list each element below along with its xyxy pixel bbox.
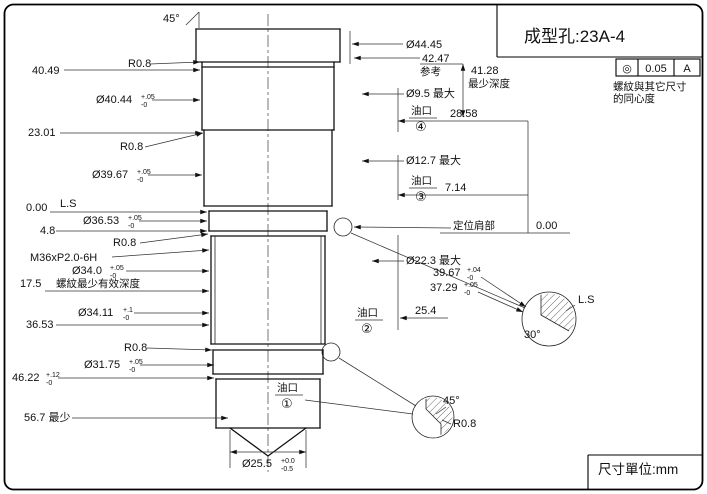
tolerance-note-line2: 的同心度 <box>613 92 655 105</box>
dim-dia-39-67-upper: +.05 <box>137 169 151 176</box>
detail1-source-circle <box>333 217 353 237</box>
dim-dia-44-45: Ø44.45 <box>406 39 442 51</box>
detail-source-circles <box>321 217 353 362</box>
dim-39-67-right-upper: +.04 <box>467 267 481 274</box>
dim-depth-36-53: 36.53 <box>26 319 54 331</box>
dim-radius-low: R0.8 <box>124 342 147 354</box>
dim-depth-46-22-lower: -0 <box>46 380 52 387</box>
dim-radius-mid: R0.8 <box>120 141 143 153</box>
dim-dia-39-67-lower: -0 <box>137 177 143 184</box>
dim-pos-25-4: 25.4 <box>415 305 436 317</box>
dim-pos-7-14: 7.14 <box>445 182 466 194</box>
dim-dia-36-53-lower: -0 <box>128 223 134 230</box>
dimension-lines-right <box>304 31 576 425</box>
dim-dia-40-44-lower: -0 <box>141 102 147 109</box>
dim-port2-dia: Ø22.3 最大 <box>406 253 461 267</box>
label-oil-port-3: 油口 <box>411 174 432 187</box>
label-oil-port-4: 油口 <box>411 104 432 117</box>
dim-depth-40-49: 40.49 <box>32 65 60 77</box>
dim-dia-25-5-upper: +0.0 <box>281 458 295 465</box>
dim-dia-34-11-lower: -0 <box>123 315 129 322</box>
dim-radius-thread: R0.8 <box>113 237 136 249</box>
tolerance-symbol-icon: ◎ <box>622 63 632 75</box>
dim-radius-top: R0.8 <box>128 58 151 70</box>
page-title: 成型孔:23A-4 <box>524 27 625 46</box>
label-ls-left: L.S <box>60 198 77 210</box>
detail-view-chamfer <box>411 395 455 439</box>
tolerance-frame <box>615 58 701 77</box>
dim-depth-56-7: 56.7 最少 <box>24 411 70 424</box>
dim-dia-31-75-upper: +.05 <box>129 359 143 366</box>
dim-37-29-right: 37.29 <box>430 282 458 294</box>
label-reference: 参考 <box>420 65 441 78</box>
port-label-underlines <box>275 117 437 396</box>
port2-number-icon: ② <box>361 321 373 336</box>
dim-detail2-radius: R0.8 <box>453 418 476 430</box>
dim-dia-40-44-upper: +.05 <box>141 94 155 101</box>
tolerance-value: 0.05 <box>645 63 666 75</box>
tolerance-note-line1: 螺紋與其它尺寸 <box>613 80 687 93</box>
dim-depth-17-5: 17.5 <box>20 278 41 290</box>
label-min-depth: 最少深度 <box>468 77 510 90</box>
dim-39-67-right: 39.67 <box>433 267 461 279</box>
label-oil-port-2: 油口 <box>357 306 378 319</box>
dim-37-29-right-upper: +.05 <box>464 282 478 289</box>
dim-dia-34-0-upper: +.05 <box>110 265 124 272</box>
thread-lines <box>214 236 322 344</box>
dim-thread-spec: M36xP2.0-6H <box>30 252 97 264</box>
dim-depth-46-22-upper: +.12 <box>46 372 60 379</box>
detail2-hatch <box>426 397 453 437</box>
detail2-source-circle <box>321 342 341 362</box>
dim-datum-zero-left: 0.00 <box>26 202 47 214</box>
dim-dia-25-5: Ø25.5 <box>242 458 272 470</box>
dim-pos-28-58: 28.58 <box>450 108 478 120</box>
dim-39-67-right-lower: -0 <box>467 275 473 282</box>
detail1-circle <box>521 291 577 347</box>
dimension-lines-left <box>45 11 228 421</box>
dim-depth-46-22: 46.22 <box>12 372 40 384</box>
units-label: 尺寸單位:mm <box>598 462 678 477</box>
sheet-border <box>3 3 704 491</box>
dim-dia-36-53: Ø36.53 <box>83 215 119 227</box>
dim-depth-23-01: 23.01 <box>28 127 56 139</box>
dim-shoulder-zero: 0.00 <box>536 220 557 232</box>
dim-ref-42-47: 42.47 <box>422 53 450 65</box>
detail-view-shoulder <box>521 291 577 347</box>
detail1-hatch <box>541 293 575 345</box>
dim-37-29-right-lower: -0 <box>464 290 470 297</box>
label-locating-shoulder: 定位肩部 <box>453 219 495 232</box>
tolerance-datum: A <box>683 63 691 75</box>
part-outline <box>195 28 341 457</box>
dim-detail1-angle: 30° <box>524 329 541 341</box>
dim-min-depth-41-28: 41.28 <box>471 65 499 77</box>
dim-detail2-angle: 45° <box>443 395 460 407</box>
dim-port4-dia: Ø9.5 最大 <box>406 86 455 100</box>
dim-dia-25-5-lower: -0.5 <box>281 466 293 473</box>
dim-dia-34-11-upper: +.1 <box>123 307 133 314</box>
dim-dia-34-11: Ø34.11 <box>78 307 113 319</box>
dim-dia-40-44: Ø40.44 <box>96 94 132 106</box>
port3-number-icon: ③ <box>415 189 427 204</box>
dim-depth-4-8: 4.8 <box>40 225 55 237</box>
label-thread-min-depth-note: 螺紋最少有效深度 <box>56 277 140 290</box>
dim-top-chamfer-angle: 45° <box>163 13 180 25</box>
port1-number-icon: ① <box>281 396 293 411</box>
detail2-circle <box>411 395 455 439</box>
dim-dia-34-0: Ø34.0 <box>72 265 102 277</box>
dim-dia-39-67: Ø39.67 <box>92 169 128 181</box>
dim-dia-36-53-upper: +.05 <box>128 215 142 222</box>
dim-port3-dia: Ø12.7 最大 <box>406 153 461 167</box>
bottom-dimension <box>229 430 307 468</box>
dim-dia-31-75: Ø31.75 <box>84 359 120 371</box>
label-oil-port-1: 油口 <box>277 381 298 394</box>
label-ls-right: L.S <box>578 294 595 306</box>
dim-dia-34-0-lower: -0 <box>110 273 116 280</box>
labels: 成型孔:23A-4 ◎ 0.05 A 螺紋與其它尺寸 的同心度 尺寸單位:mm … <box>12 13 691 477</box>
port4-number-icon: ④ <box>415 119 427 134</box>
dim-dia-31-75-lower: -0 <box>129 367 135 374</box>
